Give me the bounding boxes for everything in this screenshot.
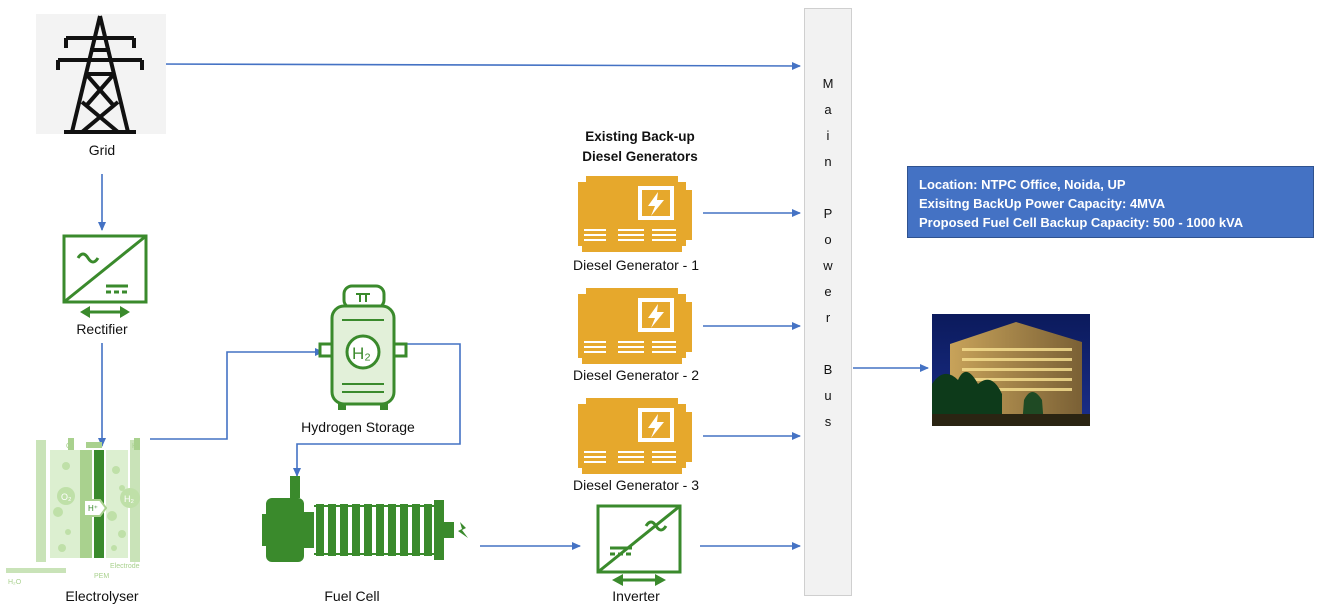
diesel-generator-2-icon <box>578 288 692 364</box>
electrolyser-to-storage-arrow <box>150 348 324 440</box>
storage-to-fuelcell-arrow <box>293 343 461 477</box>
bus-letter: M <box>822 76 834 91</box>
info-existing-capacity: Exisitng BackUp Power Capacity: 4MVA <box>919 196 1166 211</box>
rectifier-icon <box>62 234 148 318</box>
diesel-generator-3-icon <box>578 398 692 474</box>
electrolyser-label: Electrolyser <box>65 588 139 604</box>
inverter-label: Inverter <box>612 588 660 604</box>
electrolyser-pem-text: PEM <box>94 573 109 580</box>
tank-h2-text: H₂ <box>352 344 371 363</box>
bus-letter: n <box>824 154 832 169</box>
grid-label: Grid <box>88 142 116 158</box>
inverter-icon <box>596 504 682 586</box>
hydrogen-storage-label: Hydrogen Storage <box>301 419 415 435</box>
electrolyser-o2-text: O₂ <box>61 492 72 502</box>
fuel-cell-label: Fuel Cell <box>324 588 380 604</box>
rectifier-label: Rectifier <box>76 321 128 337</box>
site-info-box: Location: NTPC Office, Noida, UP Exisitn… <box>907 166 1314 238</box>
dg3-label: Diesel Generator - 3 <box>572 477 700 493</box>
dg-group-title-line2: Diesel Generators <box>582 149 698 164</box>
bus-letter: u <box>824 388 832 403</box>
bus-letter: s <box>824 414 832 429</box>
dg2-label: Diesel Generator - 2 <box>572 367 700 383</box>
bus-letter: P <box>823 206 833 221</box>
electrolyser-hplus-text: H⁺ <box>88 504 98 513</box>
electrolyser-o2-top-text: O₂ <box>66 443 74 450</box>
dg-group-title-line1: Existing Back-up <box>585 129 695 144</box>
electrolyser-h2-top-text: H₂ <box>132 443 140 450</box>
main-power-bus: M a i n P o w e r B u s <box>804 8 852 596</box>
diesel-generator-1-icon <box>578 176 692 252</box>
hydrogen-tank-icon: H₂ <box>318 284 408 410</box>
dg1-label: Diesel Generator - 1 <box>572 257 700 273</box>
bus-letter: B <box>823 362 833 377</box>
dg-group-title: Existing Back-up Diesel Generators <box>560 127 720 167</box>
electrolyser-electrode-text: Electrode <box>110 563 140 570</box>
info-proposed-capacity: Proposed Fuel Cell Backup Capacity: 500 … <box>919 215 1244 230</box>
info-location: Location: NTPC Office, Noida, UP <box>919 177 1126 192</box>
fuel-cell-icon <box>262 476 468 562</box>
main-power-bus-label: M a i n P o w e r B u s <box>805 71 851 435</box>
bus-letter: e <box>824 284 832 299</box>
electrolyser-icon: O₂ H₂ H⁺ O₂ H₂ Electrode PEM H₂O <box>6 438 140 586</box>
bus-letter: o <box>824 232 832 247</box>
office-building-image <box>932 314 1090 426</box>
bus-letter: i <box>826 128 830 143</box>
grid-to-bus-arrow <box>151 61 801 70</box>
bus-letter: a <box>824 102 832 117</box>
electrolyser-h2o-text: H₂O <box>8 579 22 586</box>
bus-letter: r <box>825 310 831 325</box>
transmission-tower-icon <box>36 14 166 134</box>
electrolyser-h2-text: H₂ <box>124 494 134 504</box>
bus-letter: w <box>823 258 833 273</box>
